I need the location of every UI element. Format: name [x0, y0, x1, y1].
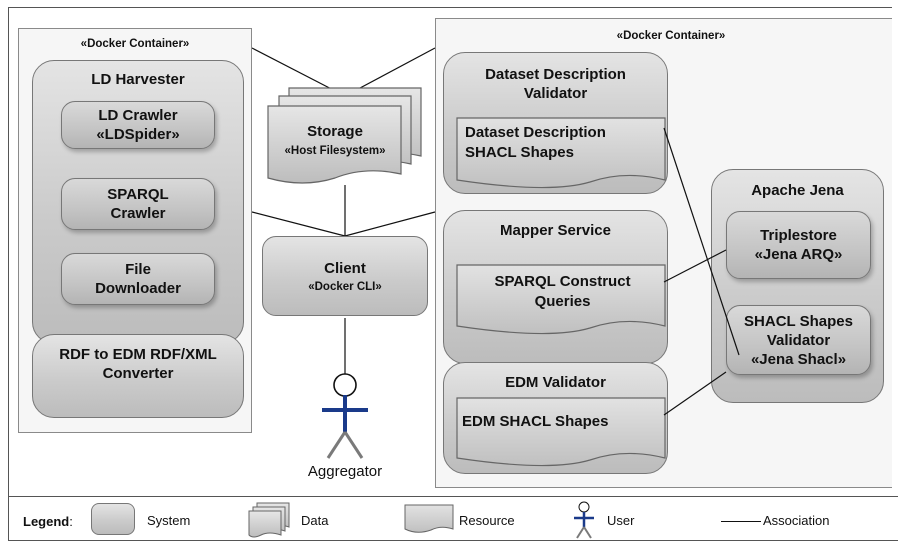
dataset-shapes-line2: SHACL Shapes: [465, 144, 574, 161]
legend-data-icon: [248, 502, 290, 538]
storage-stereotype: «Host Filesystem»: [284, 145, 386, 157]
triplestore: Triplestore «Jena ARQ»: [726, 211, 871, 279]
sparql-queries-resource: [456, 264, 666, 335]
right-container-stereotype: «Docker Container»: [616, 30, 726, 42]
dataset-validator-title-line2: Validator: [523, 85, 588, 102]
sparql-crawler-line1: SPARQL: [107, 186, 169, 203]
rdf-edm-converter: RDF to EDM RDF/XML Converter: [32, 334, 244, 418]
apache-jena-title: Apache Jena: [751, 182, 844, 199]
legend-system-label: System: [147, 513, 191, 528]
sparql-queries-line1: SPARQL Construct: [494, 273, 631, 290]
client-stereotype: «Docker CLI»: [308, 281, 382, 293]
legend-association-line: [721, 521, 761, 522]
legend-title: Legend: [23, 514, 70, 529]
legend-resource-icon: [404, 504, 454, 533]
assoc-left-container-client: [251, 211, 346, 237]
legend-user-icon: [574, 501, 594, 539]
ld-harvester: LD Harvester LD Crawler «LDSpider» SPARQ…: [32, 60, 244, 344]
resource-shapes: [456, 117, 666, 467]
sparql-crawler-line2: Crawler: [110, 205, 166, 222]
ld-harvester-title: LD Harvester: [91, 71, 185, 88]
legend: Legend: System Data Resource User Associ…: [8, 496, 898, 541]
triplestore-stereotype: «Jena ARQ»: [754, 246, 843, 263]
aggregator-label: Aggregator: [307, 463, 383, 480]
legend-system-icon: [91, 503, 135, 535]
legend-data-label: Data: [301, 513, 329, 528]
mapper-service-title: Mapper Service: [500, 222, 611, 239]
edm-validator-title: EDM Validator: [505, 374, 606, 391]
ld-crawler: LD Crawler «LDSpider»: [61, 101, 215, 149]
shacl-validator: SHACL Shapes Validator «Jena Shacl»: [726, 305, 871, 375]
apache-jena: Apache Jena Triplestore «Jena ARQ» SHACL…: [711, 169, 884, 403]
file-downloader: File Downloader: [61, 253, 215, 305]
shacl-validator-line1: SHACL Shapes: [744, 312, 853, 330]
ld-crawler-stereotype: «LDSpider»: [96, 126, 180, 143]
storage-title: Storage: [307, 123, 363, 140]
dataset-shapes-resource: [456, 117, 666, 189]
aggregator-actor-icon: [322, 373, 368, 459]
legend-user-label: User: [607, 513, 635, 528]
assoc-right-container-client: [344, 211, 436, 237]
left-container-stereotype: «Docker Container»: [80, 38, 190, 50]
edm-shapes-label: EDM SHACL Shapes: [462, 413, 609, 430]
sparql-crawler: SPARQL Crawler: [61, 178, 215, 230]
triplestore-title: Triplestore: [760, 227, 837, 244]
legend-title-wrap: Legend:: [23, 514, 73, 529]
dataset-shapes-line1: Dataset Description: [465, 124, 606, 141]
file-downloader-line1: File: [125, 261, 151, 278]
converter-line2: Converter: [102, 365, 174, 382]
shacl-validator-line2: Validator: [766, 331, 831, 349]
legend-association-label: Association: [763, 513, 830, 528]
ld-crawler-title: LD Crawler: [98, 107, 178, 124]
dataset-validator-title-line1: Dataset Description: [485, 66, 626, 83]
file-downloader-line2: Downloader: [95, 280, 181, 297]
client-title: Client: [324, 260, 366, 277]
client: Client «Docker CLI»: [262, 236, 428, 316]
left-docker-container: «Docker Container» LD Harvester LD Crawl…: [18, 28, 252, 433]
converter-line1: RDF to EDM RDF/XML: [59, 346, 217, 363]
edm-shapes-resource: [456, 397, 666, 467]
legend-resource-label: Resource: [459, 513, 515, 528]
shacl-validator-line3: «Jena Shacl»: [750, 350, 847, 368]
legend-colon: :: [69, 514, 73, 529]
sparql-queries-line2: Queries: [534, 293, 591, 310]
storage-data-stack: [267, 87, 422, 184]
